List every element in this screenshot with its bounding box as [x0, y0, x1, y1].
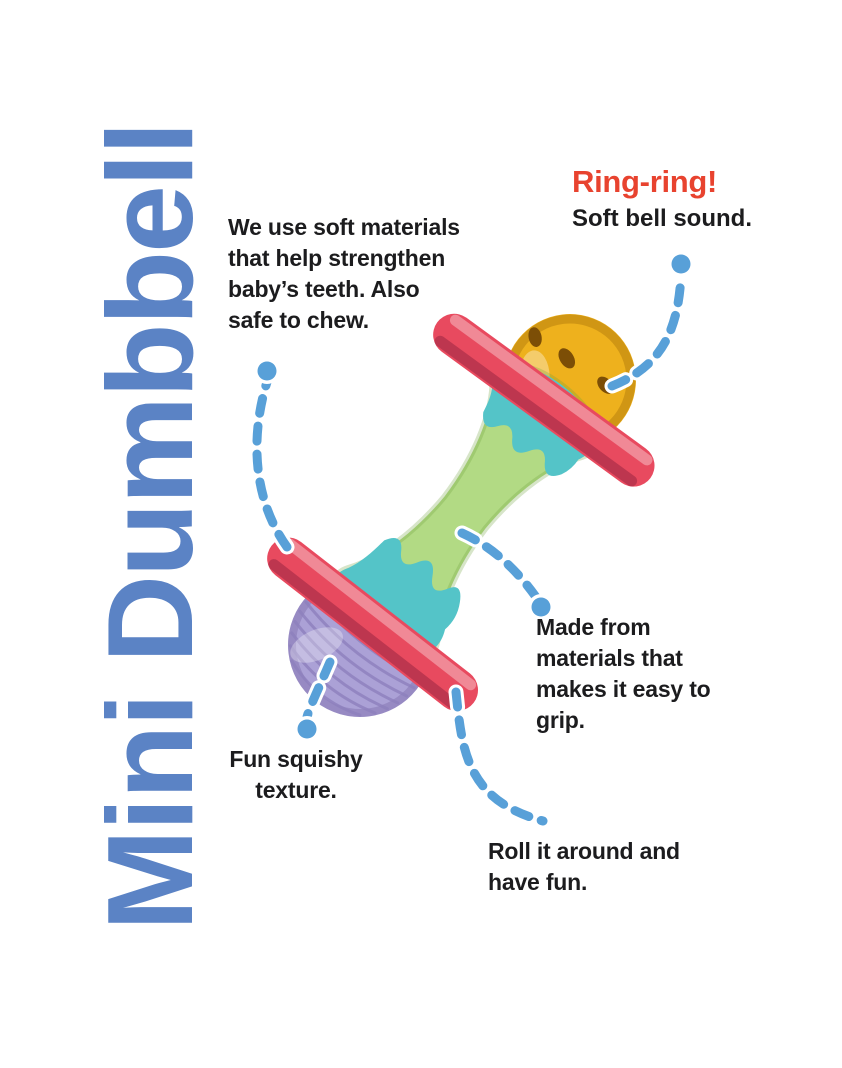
red-disc-top — [433, 313, 655, 487]
callout-line-grip — [454, 525, 554, 620]
note-roll-around: Roll it around and have fun. — [488, 838, 680, 895]
red-disc-bottom — [267, 537, 479, 712]
callout-dot-squishy — [297, 719, 317, 739]
rattle-toy — [267, 313, 655, 717]
bell-subtext: Soft bell sound. — [572, 205, 752, 232]
callout-dot-bell — [671, 254, 691, 274]
note-soft-materials: We use soft materials that help strength… — [228, 214, 460, 333]
callout-line-roll — [448, 684, 551, 829]
callout-dot-grip — [531, 597, 551, 617]
callout-line-bell — [604, 251, 694, 394]
callout-line-teeth — [249, 358, 295, 555]
note-easy-grip: Made from materials that makes it easy t… — [536, 614, 711, 733]
bell-headline: Ring-ring! — [572, 164, 718, 199]
callout-dot-teeth — [257, 361, 277, 381]
callout-lines — [249, 251, 694, 829]
callout-line-squishy — [294, 654, 338, 742]
note-squishy-texture: Fun squishy texture. — [229, 746, 363, 803]
note-bell-block: Ring-ring! Soft bell sound. — [572, 164, 752, 233]
